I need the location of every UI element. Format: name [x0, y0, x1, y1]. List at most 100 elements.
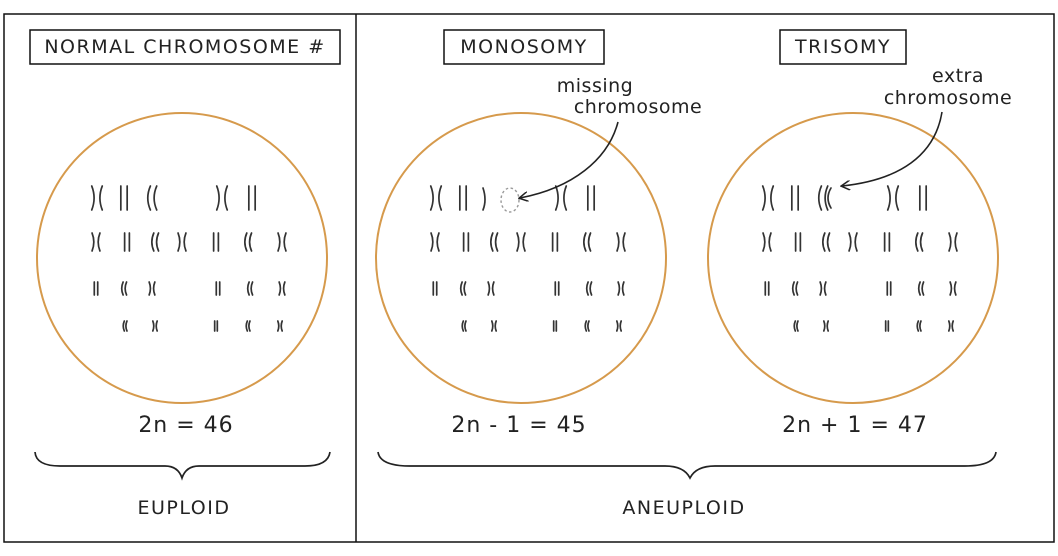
chromosome: [459, 281, 463, 296]
chromosome: [917, 281, 921, 296]
aneuploid-label: ANEUPLOID: [622, 497, 745, 519]
chromosome-pair: [120, 281, 128, 296]
chromosome: [463, 281, 467, 296]
chromosome: [151, 320, 155, 332]
chromosome: [282, 281, 286, 296]
monosomy-title-box: [443, 29, 605, 65]
chromosome: [482, 187, 486, 211]
chromosome-pair: [245, 320, 251, 332]
chromosome: [795, 281, 799, 296]
chromosome-pair: [148, 281, 156, 296]
chromosome-pair: [461, 320, 467, 332]
chromosome: [826, 232, 831, 252]
chromosome: [97, 232, 101, 252]
chromosome: [770, 185, 775, 211]
chromosome-pair: [278, 281, 286, 296]
chromosome-pair: [762, 232, 772, 252]
chromosome: [99, 185, 104, 211]
normal-title: NORMAL CHROMOSOME #: [44, 36, 325, 58]
chromosome: [283, 232, 287, 252]
chromosome: [430, 232, 434, 252]
chromosome-pair: [430, 232, 440, 252]
chromosome: [183, 232, 187, 252]
missing-annotation-line2: chromosome: [574, 96, 702, 118]
chromosome: [921, 281, 925, 296]
chromosome: [243, 232, 248, 252]
chromosome: [489, 232, 494, 252]
chromosome: [949, 281, 953, 296]
chromosome: [622, 232, 626, 252]
chromosome: [953, 281, 957, 296]
chromosome: [793, 320, 797, 332]
missing-chromosome-outline: [500, 187, 520, 213]
chromosome-pair: [151, 320, 159, 332]
chromosome: [615, 320, 619, 332]
chromosome-pair: [794, 232, 802, 252]
chromosome-pair: [821, 232, 831, 252]
extra-annotation-arrow: [842, 111, 943, 186]
chromosome: [155, 320, 159, 332]
chromosome: [822, 320, 826, 332]
normal-cell-circle: [36, 112, 328, 404]
chromosome-pair: [122, 320, 128, 332]
extra-annotation-line1: extra: [932, 65, 984, 87]
chromosome-pair: [246, 281, 254, 296]
monosomy-cell-circle: [375, 112, 667, 404]
chromosome-pair: [884, 320, 890, 332]
chromosome-pair: [616, 232, 626, 252]
outer-frame: [3, 13, 1055, 543]
chromosome-pair: [848, 232, 858, 252]
chromosome: [819, 281, 823, 296]
chromosome: [563, 185, 568, 211]
chromosome-pair: [883, 232, 891, 252]
trisomy-title: TRISOMY: [794, 36, 891, 58]
chromosome: [895, 185, 900, 211]
chromosome-pair: [459, 281, 467, 296]
chromosome-pair: [948, 232, 958, 252]
chromosome: [120, 281, 124, 296]
chromosome-pair: [914, 232, 924, 252]
chromosome: [817, 185, 823, 211]
normal-title-box: [29, 29, 341, 65]
chromosome-pair: [819, 281, 827, 296]
chromosome-pair: [916, 320, 922, 332]
chromosome-pair: [243, 232, 253, 252]
chromosome: [522, 232, 526, 252]
chromosome: [90, 185, 95, 211]
chromosome-pair: [489, 232, 499, 252]
chromosome-pair: [213, 320, 219, 332]
chromosome: [224, 185, 229, 211]
chromosome: [947, 320, 951, 332]
chromosome-pair: [582, 232, 592, 252]
chromosome: [91, 232, 95, 252]
extra-chromosome: [827, 187, 832, 209]
chromosome: [155, 232, 160, 252]
chromosome-pair: [554, 185, 568, 211]
chromosome-pair: [177, 232, 187, 252]
chromosome-pair: [615, 320, 623, 332]
chromosome-pair: [215, 185, 229, 211]
chromosome: [919, 320, 922, 332]
chromosome: [796, 320, 799, 332]
monosomy-karyotype: [429, 185, 626, 332]
chromosome: [146, 185, 152, 211]
chromosome: [584, 320, 588, 332]
chromosome-pair: [790, 185, 800, 211]
chromosome-pair: [90, 185, 104, 211]
chromosome: [438, 185, 443, 211]
chromosome-pair: [886, 281, 892, 296]
chromosome-pair: [212, 232, 220, 252]
chromosome-pair: [917, 281, 925, 296]
chromosome: [248, 320, 251, 332]
chromosome-pair: [817, 185, 829, 211]
aneuploid-brace: [377, 451, 997, 480]
chromosome: [554, 185, 559, 211]
chromosome: [277, 232, 281, 252]
chromosome: [215, 185, 220, 211]
chromosome-pair: [487, 281, 495, 296]
extra-annotation-line2: chromosome: [884, 87, 1012, 109]
chromosome-pair: [584, 320, 590, 332]
chromosome: [761, 185, 766, 211]
missing-annotation-line1: missing: [557, 75, 633, 97]
